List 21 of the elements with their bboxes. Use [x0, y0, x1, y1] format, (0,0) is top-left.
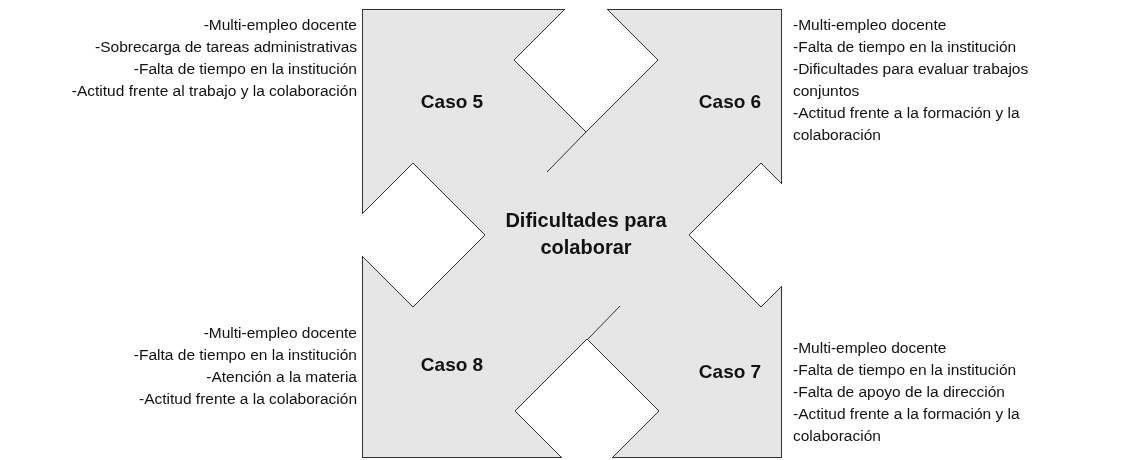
list-item: -Multi-empleo docente	[793, 338, 948, 358]
list-item: -Falta de tiempo en la institución	[793, 37, 1018, 57]
case-label: Caso 5	[419, 90, 485, 114]
list-item: -Falta de apoyo de la dirección	[793, 382, 1006, 402]
list-item: -Multi-empleo docente	[793, 15, 948, 35]
list-item: -Falta de tiempo en la institución	[132, 59, 357, 79]
central-heading: Dificultades para colaborar	[504, 208, 668, 260]
list-item: -Dificultades para evaluar trabajos conjuntos	[793, 59, 1030, 101]
list-item: -Atención a la materia	[205, 367, 357, 387]
case-label: Caso 8	[419, 353, 485, 377]
list-item: -Actitud frente a la formación y la colaboración	[793, 404, 1021, 446]
list-item: -Actitud frente a la colaboración	[138, 389, 357, 409]
list-item: -Falta de tiempo en la institución	[793, 360, 1018, 380]
list-item: -Actitud frente al trabajo y la colaboración	[70, 81, 357, 101]
list-item: -Falta de tiempo en la institución	[132, 345, 357, 365]
case-label: Caso 6	[697, 90, 763, 114]
list-item: -Multi-empleo docente	[202, 323, 357, 343]
list-item: -Sobrecarga de tareas administrativas	[94, 37, 357, 57]
list-item: -Actitud frente a la formación y la colaboración	[793, 103, 1021, 145]
list-item: -Multi-empleo docente	[202, 15, 357, 35]
case-label: Caso 7	[697, 360, 763, 384]
